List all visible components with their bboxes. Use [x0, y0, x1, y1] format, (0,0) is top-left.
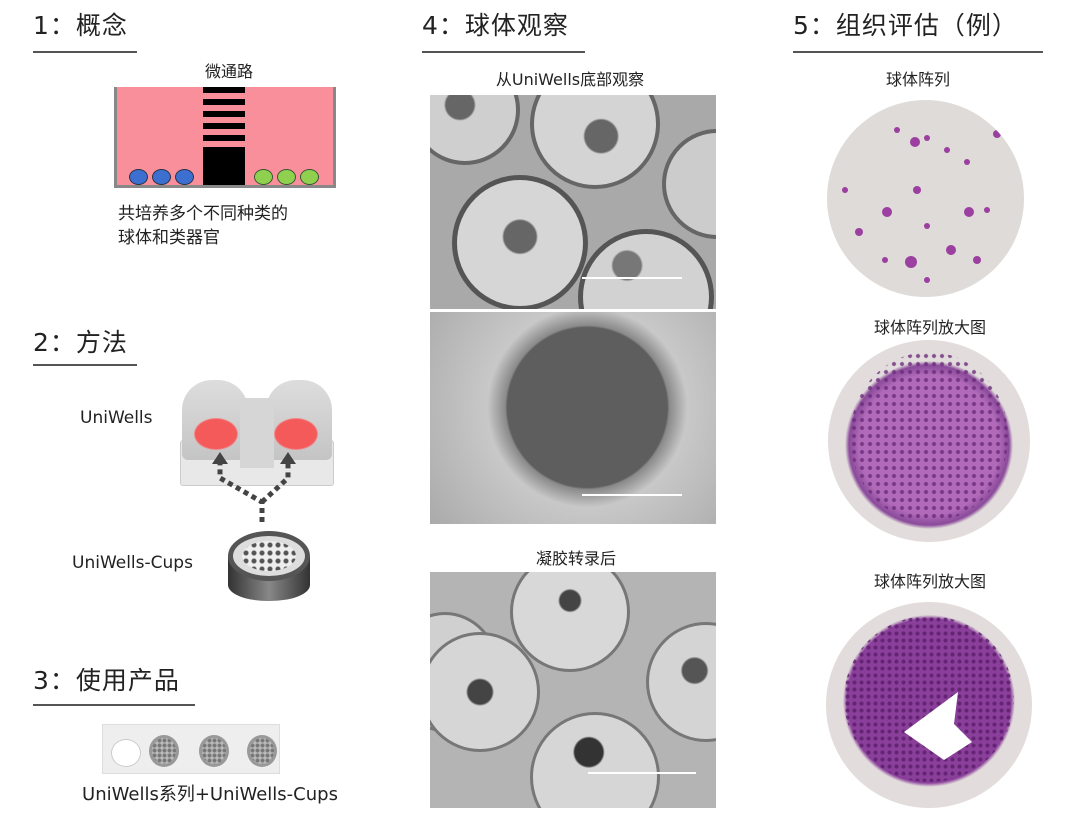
section-title-product: 3：使用产品 — [33, 666, 180, 695]
scale-bar — [582, 277, 682, 279]
coculture-diagram — [114, 87, 336, 188]
uniwells-cups-label: UniWells-Cups — [72, 553, 193, 573]
spheroid-green — [254, 169, 273, 185]
divider — [793, 51, 1043, 53]
spheroid-blue — [175, 169, 194, 185]
histology-array — [827, 100, 1024, 297]
product-image — [102, 724, 280, 774]
section-title-observation: 4：球体观察 — [422, 11, 569, 40]
microchannel-label: 微通路 — [204, 62, 254, 81]
array-zoom-label: 球体阵列放大图 — [873, 572, 987, 591]
scale-bar — [588, 772, 696, 774]
section-title-method: 2：方法 — [33, 328, 128, 357]
spheroid-blue — [129, 169, 148, 185]
spheroid-green — [277, 169, 296, 185]
histology-zoom-1 — [828, 340, 1030, 542]
spheroid-blue — [152, 169, 171, 185]
uniwells-cups-image — [226, 527, 312, 605]
product-caption: UniWells系列+UniWells-Cups — [82, 784, 338, 805]
divider — [33, 364, 137, 366]
divider — [33, 51, 137, 53]
section-title-concept: 1：概念 — [33, 11, 128, 40]
micrograph-after-gel — [430, 572, 716, 808]
concept-caption: 共培养多个不同种类的 — [118, 204, 288, 224]
micrograph-spheroid-closeup — [430, 312, 716, 524]
divider — [422, 51, 585, 53]
spheroid-green — [300, 169, 319, 185]
micrograph-bottom-view — [430, 95, 716, 309]
scale-bar — [582, 494, 682, 496]
array-zoom-label: 球体阵列放大图 — [873, 318, 987, 337]
uniwells-label: UniWells — [80, 408, 153, 428]
bottom-view-label: 从UniWells底部观察 — [495, 70, 645, 89]
array-label: 球体阵列 — [885, 70, 951, 89]
concept-caption: 球体和类器官 — [118, 228, 220, 248]
arrows-icon — [212, 452, 296, 522]
uniwells-device-image — [178, 378, 336, 490]
divider — [33, 704, 195, 706]
after-gel-label: 凝胶转录后 — [535, 549, 617, 568]
section-title-evaluation: 5：组织评估（例） — [793, 11, 1018, 40]
histology-zoom-2 — [826, 602, 1032, 808]
